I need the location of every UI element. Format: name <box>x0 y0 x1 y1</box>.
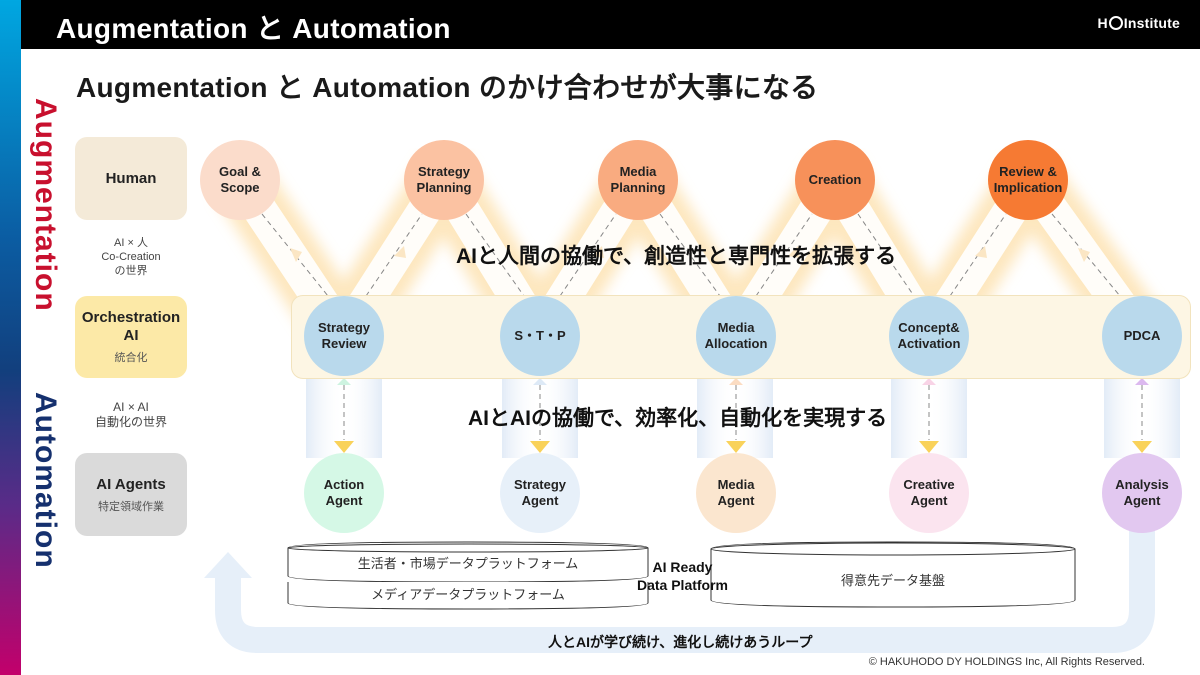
orchestration-layer-box: Orchestration AI 統合化 <box>75 296 187 378</box>
co-creation-line1: AI × 人 <box>114 237 148 249</box>
orch-step-stp: S・T・P <box>500 296 580 376</box>
node-line1: Strategy <box>513 477 567 492</box>
agents-layer-box: AI Agents 特定領域作業 <box>75 453 187 536</box>
node-line1: PDCA <box>1123 328 1161 343</box>
loop-arrowhead-icon <box>204 552 252 578</box>
orchestration-title-line2: AI <box>123 327 139 344</box>
automation-label: Automation <box>29 392 62 569</box>
co-creation-line2: Co-Creation <box>101 251 161 263</box>
media-data-platform: メディアデータプラットフォーム <box>371 587 565 602</box>
orch-step-concept-activation: Concept&Activation <box>889 296 969 376</box>
down-arrows <box>334 441 1152 453</box>
node-line2: Agent <box>1123 493 1161 508</box>
node-line2: Activation <box>897 336 961 351</box>
node-line1: Creation <box>808 172 862 187</box>
human-step-review-implication: Review &Implication <box>988 140 1068 220</box>
learning-loop-caption: 人とAIが学び続け、進化し続けあうループ <box>548 634 813 650</box>
orchestration-title-line1: Orchestration <box>81 309 181 326</box>
human-step-creation: Creation <box>795 140 875 220</box>
human-layer-title: Human <box>105 169 157 187</box>
automation-world-line1: AI × AI <box>113 400 149 414</box>
node-line1: Creative <box>903 477 955 492</box>
consumer-market-data-platform: 生活者・市場データプラットフォーム <box>357 556 579 571</box>
data-platform-label-line1: AI Ready <box>652 559 713 575</box>
node-line2: Agent <box>521 493 559 508</box>
node-line1: Media <box>717 320 755 335</box>
node-line1: Media <box>717 477 755 492</box>
data-cylinders <box>287 541 1076 610</box>
orch-step-pdca: PDCA <box>1102 296 1182 376</box>
loop-arrow <box>215 520 1155 653</box>
node-line2: Implication <box>993 180 1063 195</box>
node-line2: Agent <box>717 493 755 508</box>
automation-phrase: AIとAIの協働で、効率化、自動化を実現する <box>468 407 888 430</box>
co-creation-line3: の世界 <box>114 265 148 277</box>
automation-world-line2: 自動化の世界 <box>94 415 167 429</box>
node-line2: Planning <box>610 180 666 195</box>
slide-title: Augmentation と Automation <box>56 13 451 44</box>
gradient-side-bar <box>0 0 21 675</box>
node-line1: Review & <box>999 164 1057 179</box>
node-line1: Strategy <box>417 164 470 179</box>
augmentation-label: Augmentation <box>29 98 62 312</box>
title-bar: Augmentation と Automation H Institute <box>21 0 1200 49</box>
node-line1: Action <box>323 477 365 492</box>
node-line1: Concept& <box>898 320 960 335</box>
node-line2: Planning <box>416 180 472 195</box>
automation-world-caption: AI × AI 自動化の世界 <box>75 400 187 430</box>
node-line1: Media <box>619 164 657 179</box>
node-line1: Strategy <box>317 320 371 335</box>
hai-institute-logo: H Institute <box>1097 15 1180 31</box>
human-layer-box: Human <box>75 137 187 220</box>
human-step-goal-scope: Goal &Scope <box>200 140 280 220</box>
co-creation-caption: AI × 人 Co-Creation の世界 <box>75 236 187 278</box>
orchestration-subtitle: 統合化 <box>114 352 148 364</box>
diagonal-arrowheads <box>290 246 1090 262</box>
node-line2: Review <box>321 336 367 351</box>
node-line2: Allocation <box>704 336 768 351</box>
copyright: © HAKUHODO DY HOLDINGS Inc, All Rights R… <box>868 656 1145 668</box>
agents-layer-title: AI Agents <box>96 475 166 493</box>
node-line2: Scope <box>220 180 260 195</box>
headline: Augmentation と Automation のかけ合わせが大事になる <box>76 72 819 103</box>
node-line2: Agent <box>910 493 948 508</box>
up-triangles <box>337 378 1149 385</box>
node-line1: Goal & <box>219 164 261 179</box>
data-platform-label-line2: Data Platform <box>636 577 729 593</box>
logo-suffix: Institute <box>1123 15 1180 31</box>
ai-ready-data-platform-label: AI Ready Data Platform <box>625 558 740 594</box>
node-line2: Agent <box>325 493 363 508</box>
client-data-platform: 得意先データ基盤 <box>840 573 945 588</box>
node-line1: S・T・P <box>514 328 566 343</box>
logo-prefix: H <box>1097 15 1108 31</box>
augmentation-phrase: AIと人間の協働で、創造性と専門性を拡張する <box>456 245 897 268</box>
agents-layer-subtitle: 特定領域作業 <box>98 500 164 513</box>
node-line1: Analysis <box>1115 477 1169 492</box>
ring-logo-icon <box>1108 16 1123 30</box>
